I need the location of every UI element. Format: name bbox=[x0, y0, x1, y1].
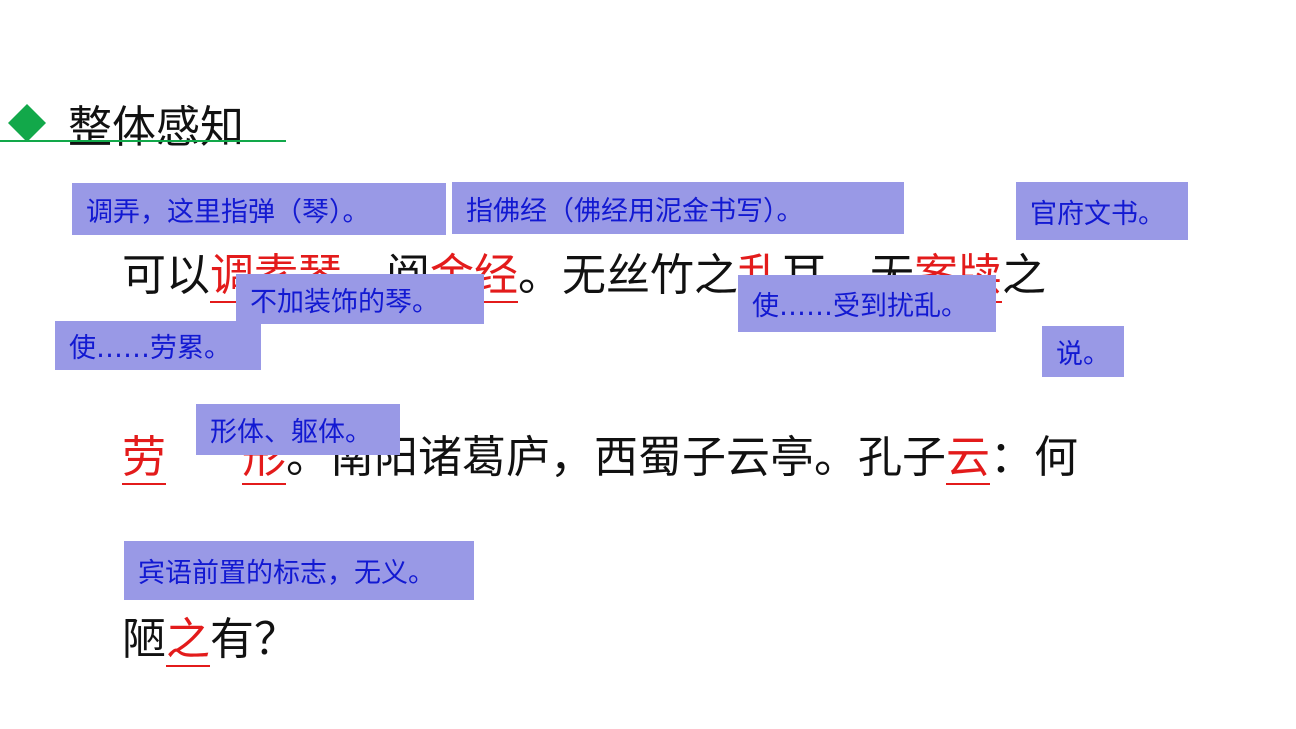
text-line-3: 陋之有？ bbox=[122, 612, 298, 668]
note-suqin: 不加装饰的琴。 bbox=[236, 274, 484, 324]
heading-underline bbox=[0, 140, 286, 142]
text-line-2: 劳形。南阳诸葛庐，西蜀子云亭。孔子云：何 bbox=[122, 430, 1078, 486]
note-tiao: 调弄，这里指弹（琴）。 bbox=[72, 183, 446, 235]
note-luan: 使……受到扰乱。 bbox=[738, 275, 996, 332]
section-heading: 整体感知 bbox=[68, 102, 244, 153]
note-jinjing: 指佛经（佛经用泥金书写）。 bbox=[452, 182, 904, 234]
line3-text: 陋 bbox=[122, 614, 166, 665]
keyword-yun: 云 bbox=[946, 432, 990, 485]
note-zhi: 宾语前置的标志，无义。 bbox=[124, 541, 474, 600]
line1-text: 可以 bbox=[122, 250, 210, 301]
line1-text: 之 bbox=[1002, 250, 1046, 301]
note-xing: 形体、躯体。 bbox=[196, 404, 400, 455]
note-andu: 官府文书。 bbox=[1016, 182, 1188, 240]
diamond-bullet-icon bbox=[8, 104, 46, 142]
note-yun: 说。 bbox=[1042, 326, 1124, 377]
line1-text: 。无丝竹之 bbox=[518, 250, 738, 301]
keyword-zhi: 之 bbox=[166, 614, 210, 667]
keyword-lao: 劳 bbox=[122, 432, 166, 485]
note-lao: 使……劳累。 bbox=[55, 321, 261, 370]
line2-text: ：何 bbox=[990, 432, 1078, 483]
line3-text: 有？ bbox=[210, 614, 298, 665]
